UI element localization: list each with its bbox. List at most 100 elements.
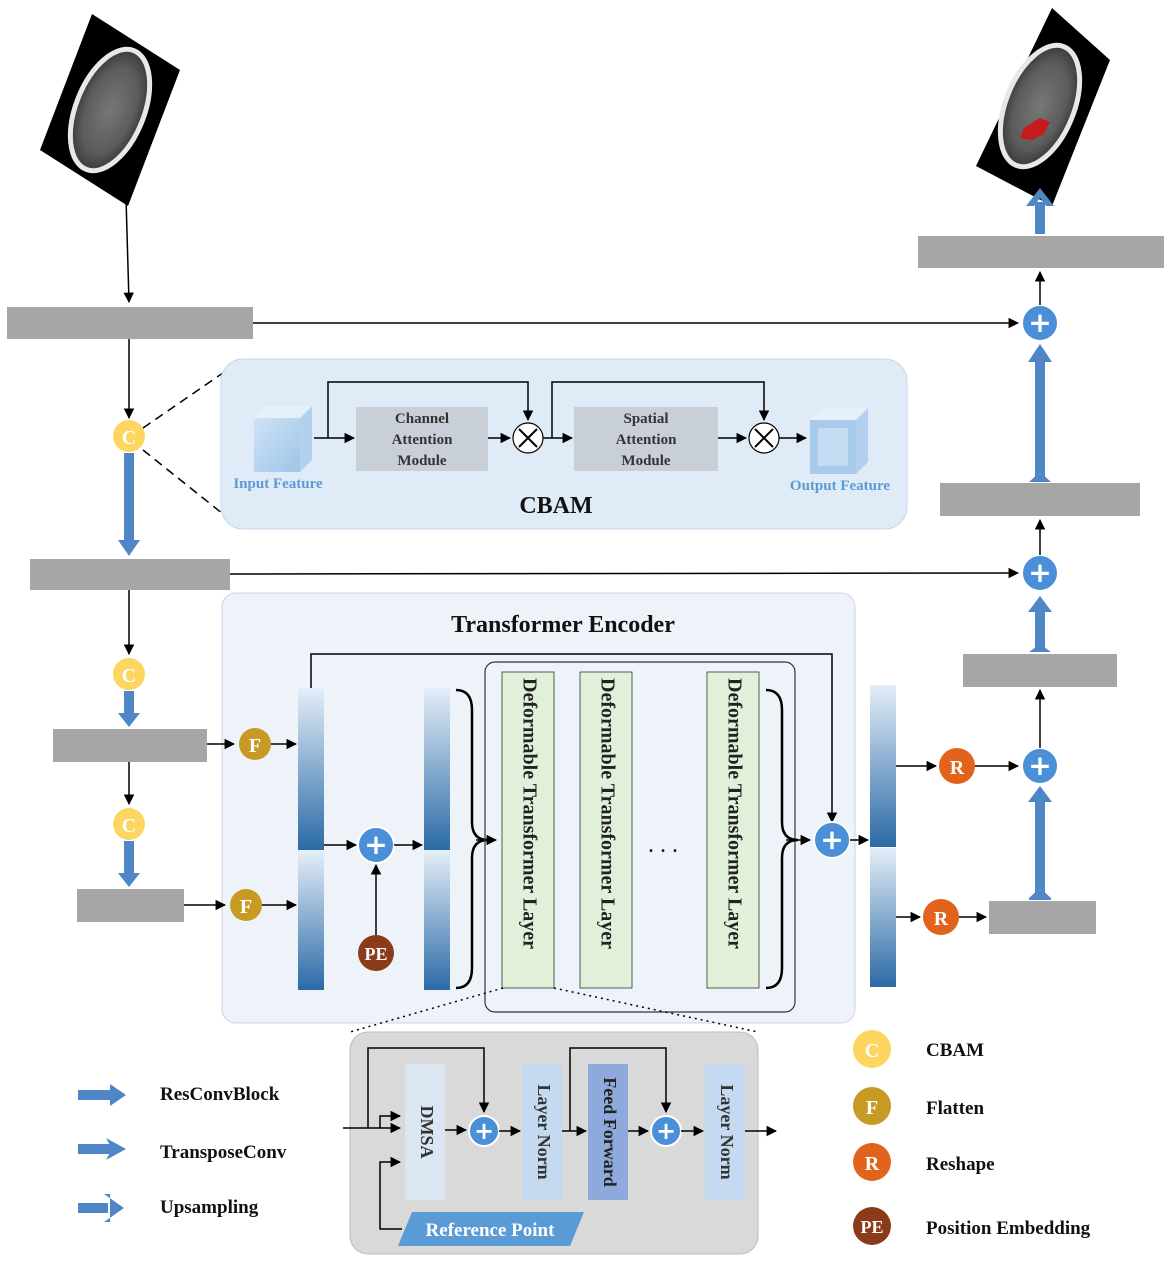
encoder-block-2 bbox=[30, 559, 230, 590]
token-bar-1a bbox=[298, 688, 324, 850]
transposeconv-arrow-1 bbox=[1028, 786, 1052, 802]
cbam-panel bbox=[220, 358, 908, 530]
encoder-block-1 bbox=[7, 307, 253, 339]
svg-text:+: + bbox=[474, 1117, 494, 1145]
deformable-transformer-layer-1 bbox=[501, 671, 555, 989]
cbam-marker-1-label: C bbox=[122, 427, 136, 449]
svg-text:R: R bbox=[950, 757, 965, 779]
layers-ellipsis: . . . bbox=[648, 832, 678, 858]
reference-point-label: Reference Point bbox=[426, 1220, 556, 1241]
token-bar-3b bbox=[870, 848, 896, 987]
svg-text:ResConvBlock: ResConvBlock bbox=[160, 1084, 280, 1105]
svg-text:F: F bbox=[866, 1097, 878, 1119]
cbam-marker-3 bbox=[113, 808, 145, 840]
svg-text:DMSA: DMSA bbox=[417, 1106, 437, 1159]
token-bar-1b bbox=[298, 851, 324, 990]
position-embedding-marker bbox=[358, 935, 394, 971]
channel-attention-module bbox=[356, 407, 488, 471]
legend-flatten: F Flatten bbox=[853, 1087, 984, 1125]
legend-resconvblock: ResConvBlock bbox=[78, 1084, 280, 1106]
svg-text:Module: Module bbox=[621, 453, 671, 469]
layer-norm-block-1 bbox=[522, 1064, 562, 1200]
deformable-layer-label-1: Deformable Transformer Layer bbox=[518, 678, 540, 949]
svg-text:+: + bbox=[1028, 306, 1051, 339]
svg-text:Flatten: Flatten bbox=[926, 1098, 984, 1119]
dmsa-block bbox=[405, 1064, 445, 1200]
svg-text:F: F bbox=[240, 896, 252, 918]
reference-point-block bbox=[398, 1212, 584, 1246]
skip-connection-2 bbox=[229, 567, 1020, 579]
cbam-marker-1 bbox=[113, 420, 145, 452]
cbam-title: CBAM bbox=[519, 493, 592, 519]
svg-text:Position Embedding: Position Embedding bbox=[926, 1218, 1091, 1239]
flatten-marker-1 bbox=[239, 728, 271, 760]
decoder-block-2 bbox=[940, 483, 1140, 516]
svg-text:Spatial: Spatial bbox=[623, 411, 668, 427]
cbam-marker-2 bbox=[113, 658, 145, 690]
svg-text:+: + bbox=[364, 828, 387, 861]
resconv-arrow-2 bbox=[118, 713, 140, 727]
resconv-arrow-3 bbox=[118, 873, 140, 887]
legend-position-embedding: PE Position Embedding bbox=[853, 1207, 1091, 1245]
svg-text:+: + bbox=[1028, 749, 1051, 782]
transposeconv-arrow-3 bbox=[1028, 344, 1052, 362]
legend-upsampling: Upsampling bbox=[78, 1194, 259, 1222]
flatten-marker-2 bbox=[230, 889, 262, 921]
svg-text:Module: Module bbox=[397, 453, 447, 469]
output-segmentation-image bbox=[976, 8, 1110, 206]
svg-text:Layer Norm: Layer Norm bbox=[534, 1084, 554, 1179]
legend-cbam: C CBAM bbox=[853, 1030, 984, 1068]
svg-text:+: + bbox=[820, 823, 843, 856]
deformable-transformer-layer-n bbox=[706, 671, 760, 989]
input-ct-image bbox=[40, 14, 180, 206]
svg-text:CBAM: CBAM bbox=[926, 1040, 984, 1061]
transposeconv-arrow-2 bbox=[1028, 596, 1052, 612]
resconv-arrow-1 bbox=[118, 540, 140, 556]
decoder-block-3 bbox=[963, 654, 1117, 687]
token-bar-2b bbox=[424, 851, 450, 990]
legend-transposeconv: TransposeConv bbox=[78, 1138, 287, 1163]
deformable-layers-group bbox=[484, 661, 796, 1013]
svg-text:R: R bbox=[934, 908, 949, 930]
svg-text:Reshape: Reshape bbox=[926, 1154, 995, 1175]
reshape-marker-2 bbox=[923, 899, 959, 935]
svg-text:R: R bbox=[865, 1153, 880, 1175]
svg-text:PE: PE bbox=[364, 944, 387, 964]
reshape-marker-1 bbox=[939, 748, 975, 784]
svg-text:+: + bbox=[656, 1117, 676, 1145]
svg-text:C: C bbox=[122, 815, 136, 837]
input-feature-cube bbox=[254, 406, 312, 472]
token-bar-2a bbox=[424, 688, 450, 850]
input-feature-label: Input Feature bbox=[233, 476, 323, 492]
svg-text:Attention: Attention bbox=[392, 432, 453, 448]
output-feature-cube bbox=[810, 408, 868, 474]
token-bar-3a bbox=[870, 685, 896, 847]
spatial-attention-module bbox=[574, 407, 718, 471]
lesion-mask bbox=[1020, 118, 1050, 140]
encoder-block-3 bbox=[53, 729, 207, 762]
upsampling-arrow-output bbox=[1026, 188, 1054, 206]
feed-forward-block bbox=[588, 1064, 628, 1200]
layer-norm-block-2 bbox=[705, 1064, 745, 1200]
deformable-transformer-layer-2 bbox=[579, 671, 633, 989]
deformable-layer-label-2: Deformable Transformer Layer bbox=[596, 678, 618, 949]
svg-text:Upsampling: Upsampling bbox=[160, 1197, 259, 1218]
svg-text:TransposeConv: TransposeConv bbox=[160, 1142, 287, 1163]
svg-text:Feed Forward: Feed Forward bbox=[600, 1077, 620, 1186]
svg-text:+: + bbox=[1028, 556, 1051, 589]
svg-text:C: C bbox=[122, 665, 136, 687]
decoder-block-4 bbox=[989, 901, 1096, 934]
svg-text:Channel: Channel bbox=[395, 411, 449, 427]
svg-text:C: C bbox=[865, 1040, 879, 1062]
transformer-encoder-title: Transformer Encoder bbox=[451, 612, 675, 638]
arrow-input-to-block1 bbox=[123, 197, 134, 304]
legend-reshape: R Reshape bbox=[853, 1143, 995, 1181]
output-feature-label: Output Feature bbox=[790, 478, 890, 494]
deformable-layer-label-n: Deformable Transformer Layer bbox=[723, 678, 745, 949]
svg-text:F: F bbox=[249, 735, 261, 757]
svg-text:PE: PE bbox=[860, 1217, 883, 1237]
decoder-block-1 bbox=[918, 236, 1164, 268]
svg-text:Attention: Attention bbox=[616, 432, 677, 448]
encoder-block-4 bbox=[77, 889, 184, 922]
